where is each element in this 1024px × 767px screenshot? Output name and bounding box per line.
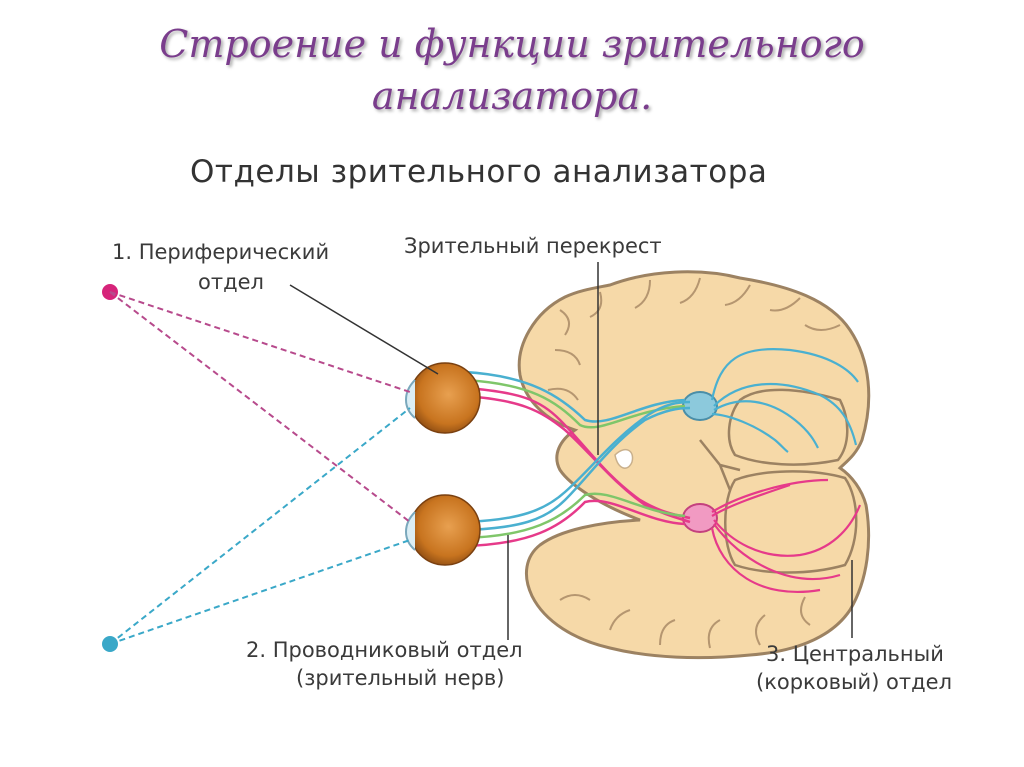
eye-upper <box>405 362 481 434</box>
ventricle <box>614 448 634 469</box>
diagram-heading: Отделы зрительного анализатора <box>190 154 768 190</box>
occipital-lobe-lower <box>724 470 858 574</box>
brain-gyri <box>547 277 841 649</box>
label-peripheral-1: 1. Периферический <box>112 240 330 264</box>
midline-fold <box>699 439 741 491</box>
optic-radiation-upper <box>710 348 859 453</box>
label-conductive-2: (зрительный нерв) <box>296 666 505 690</box>
optic-pathways <box>464 370 691 548</box>
leader-lines <box>289 262 853 640</box>
slide-title-line-1: Строение и функции зрительного <box>159 22 865 66</box>
label-central-2: (корковый) отдел <box>756 670 953 694</box>
label-peripheral-2: отдел <box>198 270 264 294</box>
label-chiasm: Зрительный перекрест <box>404 234 662 258</box>
label-conductive-1: 2. Проводниковый отдел <box>246 638 523 662</box>
optic-radiation-lower <box>710 478 862 593</box>
slide-title-line-2: анализатора. <box>371 74 653 118</box>
lateral-geniculate-lower <box>682 503 718 533</box>
eye-lower <box>405 494 481 566</box>
brain <box>517 270 871 660</box>
slide-title: Строение и функции зрительного анализато… <box>0 18 1024 122</box>
label-central-1: 3. Центральный <box>766 642 944 666</box>
light-rays <box>109 291 411 645</box>
